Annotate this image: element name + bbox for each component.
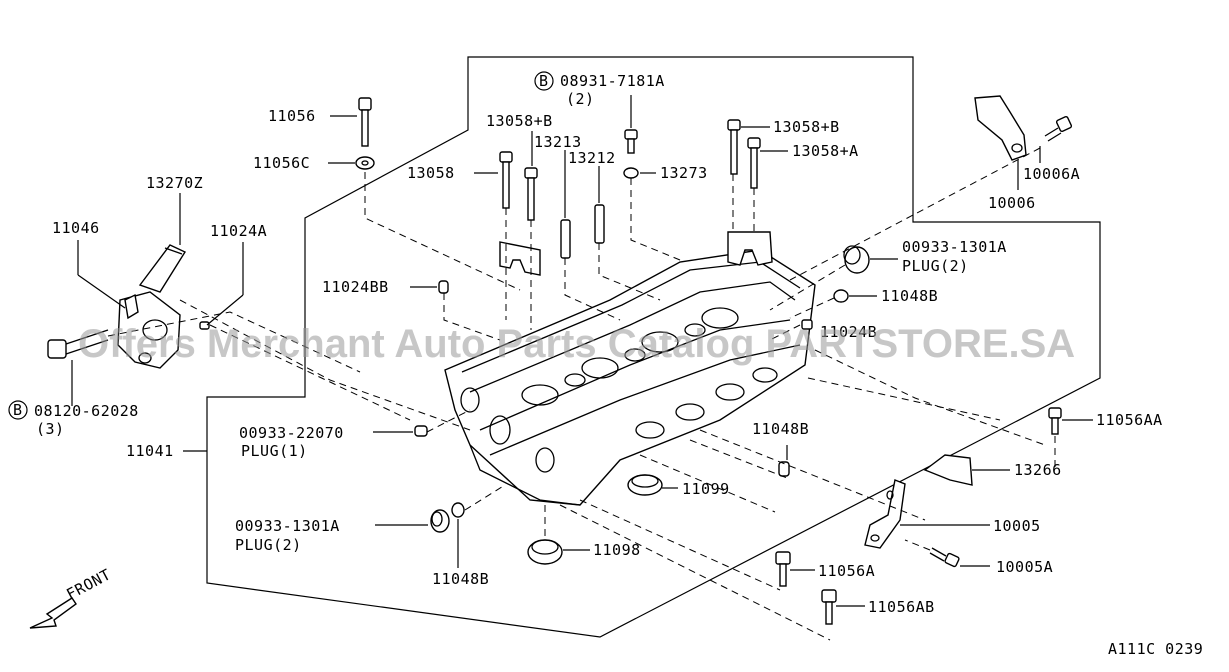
front-label: FRONT [63, 565, 114, 603]
pin-11024b[interactable] [801, 319, 813, 330]
label-11098: 11098 [593, 541, 641, 559]
label-08931-7181a: 08931-7181A [560, 72, 665, 90]
plug-00933-1301a-left[interactable] [430, 509, 450, 533]
bolt-13058b-left[interactable] [524, 167, 538, 221]
bolt-11056aa[interactable] [1048, 407, 1062, 435]
bolt-08931-7181a[interactable] [624, 129, 638, 154]
pin-13212[interactable] [594, 204, 605, 244]
label-11048b-bottom: 11048B [432, 570, 489, 588]
label-13270z: 13270Z [146, 174, 203, 192]
label-00933-22070: 00933-22070 [239, 424, 344, 442]
assembly-boundary [206, 56, 1101, 638]
label-11048b-right: 11048B [881, 287, 938, 305]
cover-13266[interactable] [923, 454, 973, 486]
bracket-10005[interactable] [864, 479, 906, 549]
pin-11048b-middle[interactable] [778, 461, 790, 477]
bracket-10006[interactable] [974, 95, 1027, 161]
thermostat-housing-11046[interactable] [117, 291, 181, 369]
pin-11024bb[interactable] [438, 280, 449, 294]
pin-11048b-bottom-left[interactable] [451, 502, 465, 518]
part-labels: 11056 11056C 13270Z 11046 11024A 08120-6… [34, 72, 1203, 658]
label-13212: 13212 [568, 149, 616, 167]
label-13058b-right: 13058+B [773, 118, 840, 136]
label-00933-1301a-left: 00933-1301A [235, 517, 340, 535]
bolt-13058[interactable] [499, 151, 513, 209]
label-11056aa: 11056AA [1096, 411, 1163, 429]
label-10006: 10006 [988, 194, 1036, 212]
label-11041: 11041 [126, 442, 174, 460]
svg-text:B: B [539, 72, 549, 90]
label-08120-qty: (3) [36, 420, 65, 438]
front-arrow [29, 597, 77, 629]
label-11056a: 11056A [818, 562, 875, 580]
label-11056c: 11056C [253, 154, 310, 172]
hose-13270z[interactable] [138, 244, 187, 293]
cylinder-head[interactable] [444, 231, 816, 506]
label-10005a: 10005A [996, 558, 1053, 576]
seal-11099[interactable] [627, 474, 663, 496]
label-plug2-right: PLUG(2) [902, 257, 969, 275]
label-11099: 11099 [682, 480, 730, 498]
label-11056: 11056 [268, 107, 316, 125]
bolt-13058b-right[interactable] [727, 119, 741, 175]
bolt-symbol-icon: B [8, 400, 28, 420]
bolt-11056a[interactable] [775, 551, 791, 587]
label-13213: 13213 [534, 133, 582, 151]
bolt-08120-62028[interactable] [47, 329, 109, 359]
label-13273: 13273 [660, 164, 708, 182]
label-plug2-left: PLUG(2) [235, 536, 302, 554]
plug-00933-1301a-right[interactable] [843, 245, 870, 274]
washer-11056c[interactable] [355, 156, 375, 170]
bolt-10005a[interactable] [929, 547, 960, 568]
pin-11024a[interactable] [199, 321, 210, 330]
seal-11098[interactable] [527, 539, 563, 565]
bolt-10006a[interactable] [1044, 115, 1073, 142]
leader-lines [71, 95, 1093, 607]
bolt-symbol-icon: B [534, 71, 554, 91]
watermark: Offers Merchant Auto Parts Catalog PARTS… [78, 322, 1075, 366]
label-11024a: 11024A [210, 222, 267, 240]
label-08120-62028: 08120-62028 [34, 402, 139, 420]
diagram-code: A111C 0239 [1108, 640, 1203, 658]
label-10005: 10005 [993, 517, 1041, 535]
label-11024bb: 11024BB [322, 278, 389, 296]
label-11046: 11046 [52, 219, 100, 237]
assembly-dashed-lines [107, 147, 1056, 641]
label-11024b: 11024B [820, 323, 877, 341]
bolt-11056ab[interactable] [821, 589, 837, 625]
label-13058b-left: 13058+B [486, 112, 553, 130]
pin-11048b-right[interactable] [833, 289, 849, 303]
label-13058: 13058 [407, 164, 455, 182]
label-00933-1301a-right: 00933-1301A [902, 238, 1007, 256]
washer-13273[interactable] [623, 167, 639, 179]
label-11056ab: 11056AB [868, 598, 935, 616]
label-plug1: PLUG(1) [241, 442, 308, 460]
label-13266: 13266 [1014, 461, 1062, 479]
label-13058a: 13058+A [792, 142, 859, 160]
label-08931-qty: (2) [566, 90, 595, 108]
bolt-13058a[interactable] [747, 137, 761, 189]
bolt-11056[interactable] [358, 97, 372, 147]
pin-13213[interactable] [560, 219, 571, 259]
label-10006a: 10006A [1023, 165, 1080, 183]
label-11048b-middle: 11048B [752, 420, 809, 438]
svg-text:B: B [13, 401, 23, 419]
plug-00933-22070[interactable] [414, 425, 428, 437]
